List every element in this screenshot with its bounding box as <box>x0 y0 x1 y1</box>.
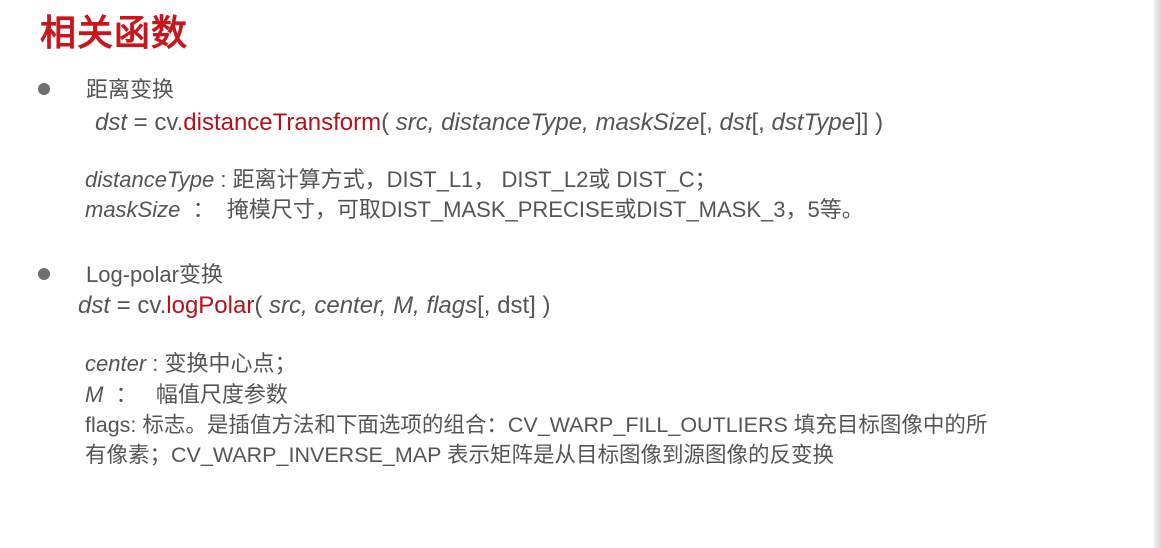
sig-distance-type: distanceType, <box>441 109 589 136</box>
param-name: center <box>85 351 147 376</box>
log-polar-signature: dst = cv.logPolar( src, center, M, flags… <box>78 292 550 320</box>
param-center: center : 变换中心点； <box>85 346 297 378</box>
sig-m: M, <box>393 292 420 319</box>
param-desc: 幅值尺度参数 <box>155 382 288 407</box>
param-desc: 掩模尺寸，可取DIST_MASK_PRECISE或DIST_MASK_3，5等。 <box>226 197 864 222</box>
sig-open: ( <box>381 109 396 136</box>
param-name: M <box>85 382 104 407</box>
param-distance-type: distanceType : 距离计算方式，DIST_L1， DIST_L2或 … <box>85 162 717 194</box>
sig-dst: dst <box>78 292 111 319</box>
sig-flags: flags <box>426 292 478 319</box>
sig-function-name: logPolar <box>166 292 255 319</box>
param-flags-line-1: flags: 标志。是插值方法和下面选项的组合：CV_WARP_FILL_OUT… <box>85 413 988 437</box>
param-desc: 距离计算方式，DIST_L1， DIST_L2或 DIST_C； <box>232 167 717 192</box>
sig-dst-opt: dst <box>719 109 752 136</box>
sig-eq: = cv. <box>127 109 184 136</box>
sig-opt2: [, <box>751 109 772 136</box>
sig-mask-size: maskSize <box>595 109 700 136</box>
param-sep: ： <box>103 382 156 407</box>
bullet-icon <box>38 268 50 280</box>
sig-rest: [, dst] ) <box>477 292 551 319</box>
param-sep: : <box>214 167 233 192</box>
sig-open: ( <box>254 292 269 319</box>
sig-src: src, <box>269 292 308 319</box>
param-flags-line-2: 有像素；CV_WARP_INVERSE_MAP 表示矩阵是从目标图像到源图像的反… <box>85 443 835 467</box>
param-m: M ： 幅值尺度参数 <box>85 377 288 409</box>
sig-src: src, <box>395 109 435 136</box>
distance-transform-signature: dst = cv.distanceTransform( src, distanc… <box>95 109 883 137</box>
param-name: distanceType <box>85 167 215 192</box>
param-desc: 变换中心点； <box>164 351 297 376</box>
sig-close: ]] ) <box>855 109 884 136</box>
section-heading-label: Log-polar变换 <box>86 262 223 287</box>
sig-dst: dst <box>95 109 128 136</box>
page-title: 相关函数 <box>40 13 189 54</box>
sig-dst-type: dstType <box>771 109 856 136</box>
bullet-icon <box>38 83 50 95</box>
section-heading-log-polar: Log-polar变换 <box>38 257 223 289</box>
section-heading-distance-transform: 距离变换 <box>38 72 174 104</box>
sig-function-name: distanceTransform <box>183 109 382 136</box>
sig-center: center, <box>314 292 387 319</box>
param-mask-size: maskSize ： 掩模尺寸，可取DIST_MASK_PRECISE或DIST… <box>85 192 864 224</box>
param-name: maskSize <box>85 197 181 222</box>
sig-opt1: [, <box>699 109 720 136</box>
param-sep: : <box>146 351 165 376</box>
right-edge-shadow <box>1154 0 1161 548</box>
param-sep: ： <box>180 197 227 222</box>
section-heading-label: 距离变换 <box>86 77 175 102</box>
sig-eq: = cv. <box>110 292 167 319</box>
